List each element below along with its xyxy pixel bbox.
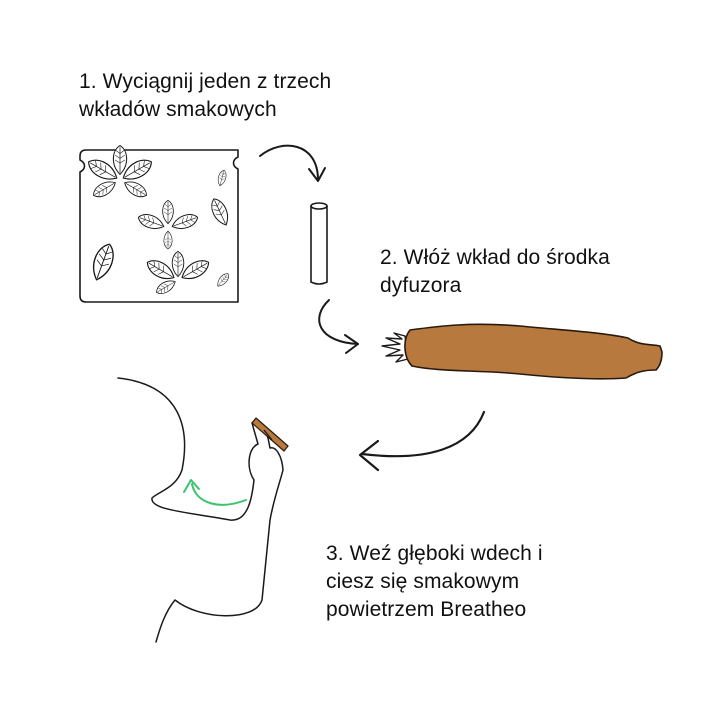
person-inhaling-icon: [117, 377, 289, 643]
mint-sachet-icon: [79, 145, 239, 303]
diffuser-icon: [381, 323, 663, 380]
breath-arrow-icon: [183, 479, 247, 506]
curved-arrow-icon: [358, 410, 486, 472]
flavor-stick-icon: [310, 202, 328, 285]
step-1-line-1: 1. Wyciągnij jeden z trzech: [79, 70, 332, 93]
step-3-line-1: 3. Weź głęboki wdech i: [326, 542, 543, 565]
step-2-line-2: dyfuzora: [380, 274, 462, 297]
step-2-line-1: 2. Włóż wkład do środka: [380, 246, 610, 269]
step-3-line-2: ciesz się smakowym: [326, 570, 520, 593]
step-2-instruction: 2. Włóż wkład do środka dyfuzora: [380, 244, 610, 300]
step-1-instruction: 1. Wyciągnij jeden z trzech wkładów smak…: [79, 68, 331, 124]
curved-arrow-icon: [259, 144, 326, 182]
step-1-line-2: wkładów smakowych: [79, 98, 277, 121]
step-3-line-3: powietrzem Breatheo: [326, 598, 527, 621]
step-3-instruction: 3. Weź głęboki wdech i ciesz się smakowy…: [326, 540, 543, 624]
curved-arrow-icon: [318, 299, 359, 354]
